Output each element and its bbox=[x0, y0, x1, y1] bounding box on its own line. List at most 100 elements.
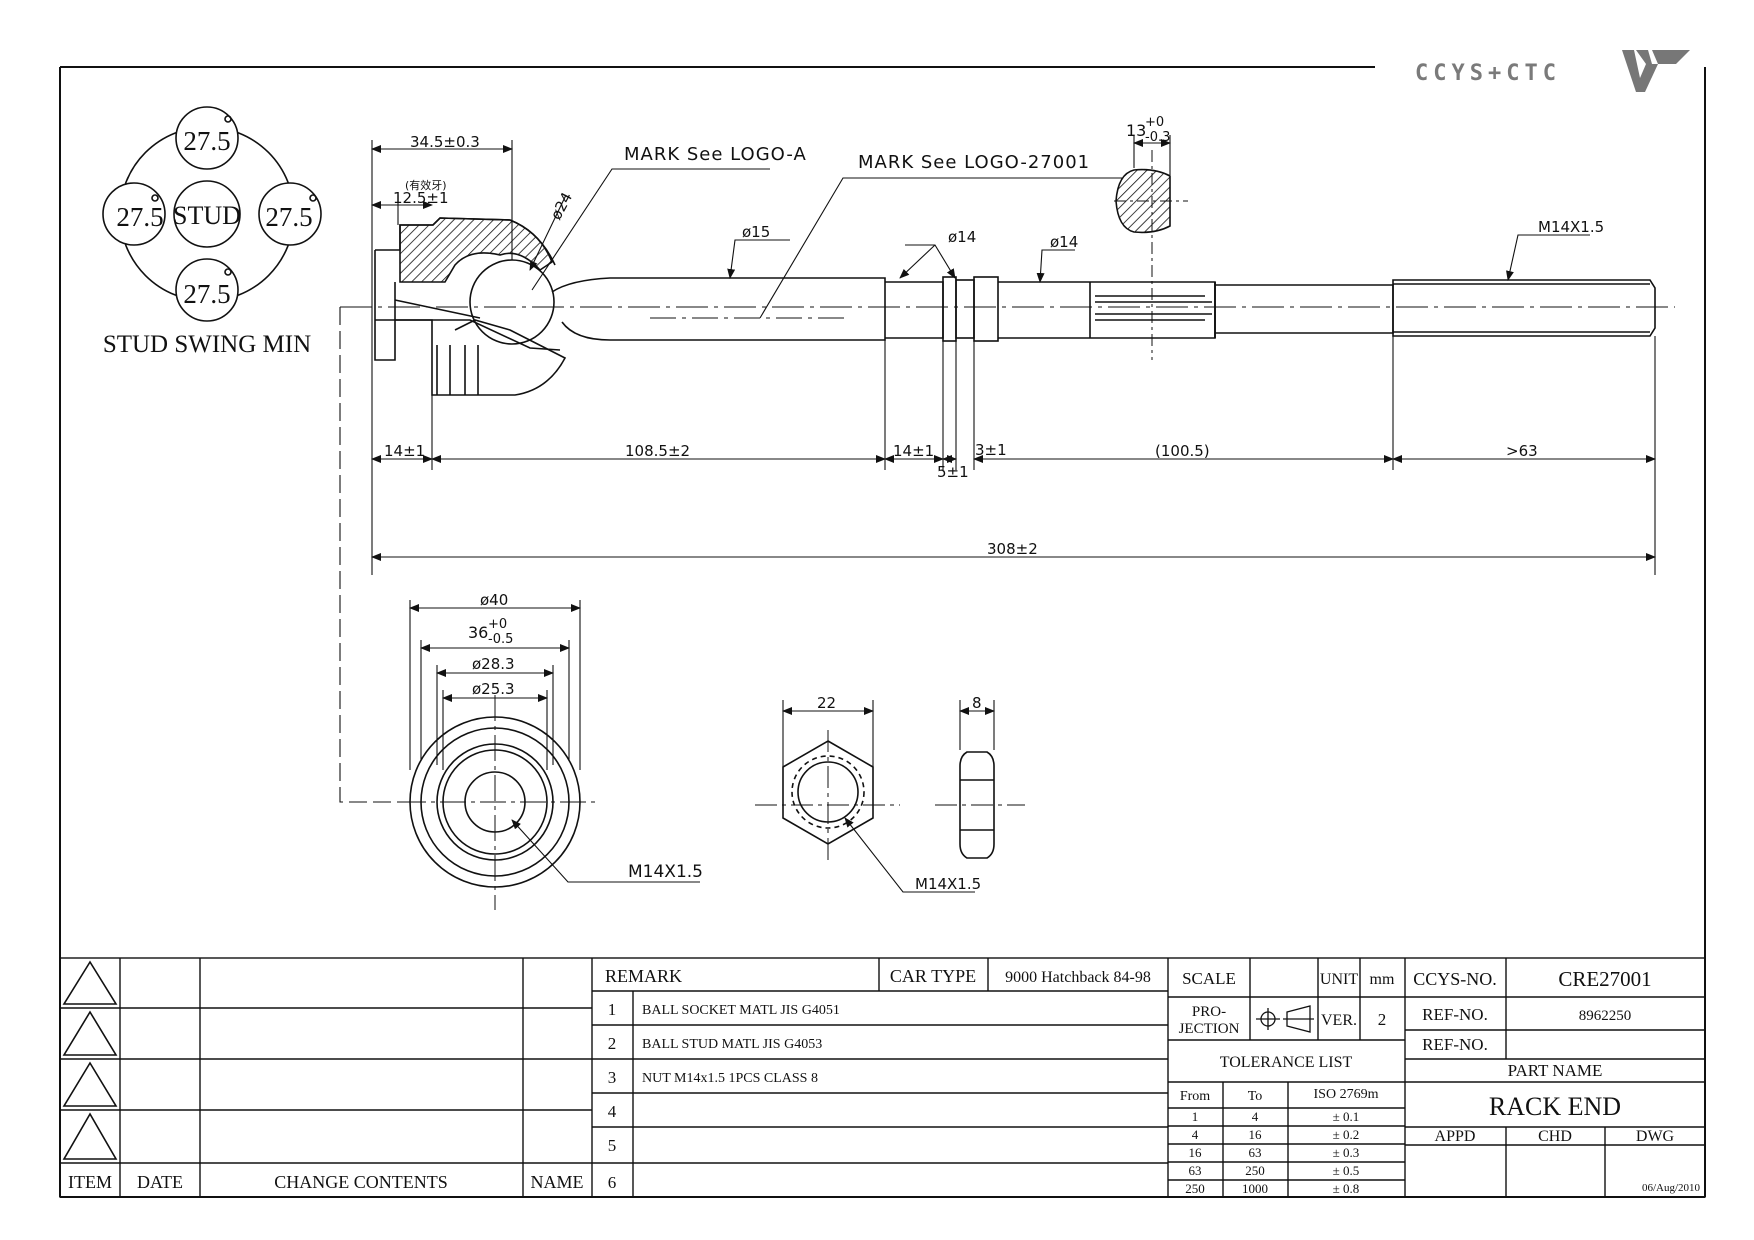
swing-center-label: STUD bbox=[173, 201, 241, 230]
car-type-label: CAR TYPE bbox=[890, 966, 976, 986]
socket-end-view bbox=[400, 695, 600, 910]
tolerance-from: 16 bbox=[1189, 1145, 1203, 1160]
dim-seg-6: (100.5) bbox=[1155, 442, 1210, 460]
ref-no-value-1: 8962250 bbox=[1579, 1008, 1632, 1024]
tolerance-header-from: From bbox=[1180, 1089, 1210, 1104]
revision-triangle-icon bbox=[62, 1061, 118, 1107]
part-name-label: PART NAME bbox=[1508, 1061, 1603, 1080]
dim-socket-28-3: ø28.3 bbox=[472, 655, 515, 673]
remark-label: REMARK bbox=[605, 966, 682, 986]
side-view-dimension-lines bbox=[339, 135, 1656, 803]
dim-socket-length: 34.5±0.3 bbox=[410, 133, 480, 151]
unit-label: UNIT bbox=[1320, 971, 1358, 988]
swing-caption: STUD SWING MIN bbox=[103, 331, 311, 358]
tolerance-from: 4 bbox=[1192, 1127, 1199, 1142]
remark-number: 3 bbox=[608, 1068, 617, 1087]
remark-number: 2 bbox=[608, 1034, 617, 1053]
title-block-grid bbox=[59, 957, 1706, 1198]
dim-nut-width: 22 bbox=[817, 694, 836, 712]
tolerance-header-to: To bbox=[1248, 1089, 1263, 1104]
revision-header-name: NAME bbox=[531, 1172, 584, 1192]
mark-logo-a-callout: MARK See LOGO-A bbox=[624, 144, 807, 165]
dim-socket-36-minus: -0.5 bbox=[488, 632, 513, 647]
tolerance-title: TOLERANCE LIST bbox=[1220, 1054, 1353, 1071]
tolerance-value: ± 0.3 bbox=[1333, 1145, 1360, 1160]
brand-logo-text: CCYS+CTC bbox=[1415, 61, 1561, 86]
nut-front-dimensions bbox=[782, 700, 975, 893]
revision-header-change-contents: CHANGE CONTENTS bbox=[274, 1172, 448, 1192]
remark-text: BALL SOCKET MATL JIS G4051 bbox=[642, 1003, 840, 1018]
dim-seg-7: >63 bbox=[1506, 442, 1538, 460]
dim-seg-5: 3±1 bbox=[975, 441, 1007, 459]
tolerance-to: 63 bbox=[1249, 1145, 1262, 1160]
tolerance-to: 1000 bbox=[1242, 1181, 1268, 1196]
tolerance-from: 250 bbox=[1185, 1181, 1205, 1196]
tolerance-to: 4 bbox=[1252, 1109, 1259, 1124]
dim-thread-length: 12.5±1 bbox=[393, 189, 449, 207]
remark-text: BALL STUD MATL JIS G4053 bbox=[642, 1037, 822, 1052]
revision-triangle-icons bbox=[62, 960, 118, 1160]
remark-number: 6 bbox=[608, 1173, 617, 1192]
sign-label-chd: CHD bbox=[1538, 1128, 1572, 1145]
tolerance-header-iso: ISO 2769m bbox=[1314, 1087, 1379, 1102]
swing-angle-left: 27.5 bbox=[116, 202, 163, 232]
ref-no-label-2: REF-NO. bbox=[1422, 1035, 1488, 1054]
ccys-no-label: CCYS-NO. bbox=[1413, 969, 1497, 989]
dim-socket-36-base: 36 bbox=[468, 623, 488, 642]
first-angle-projection-icon bbox=[1256, 1005, 1314, 1033]
dim-diameter-15: ø15 bbox=[742, 223, 770, 241]
dim-flat-base: 13 bbox=[1126, 121, 1146, 140]
nut-side-view bbox=[935, 751, 1025, 859]
swing-angle-bottom: 27.5 bbox=[183, 279, 230, 309]
revision-triangle-icon bbox=[62, 1010, 118, 1056]
dim-seg-4: 5±1 bbox=[937, 463, 969, 481]
sign-label-dwg: DWG bbox=[1636, 1128, 1675, 1145]
stud-swing-diagram bbox=[102, 106, 322, 322]
tolerance-value: ± 0.2 bbox=[1333, 1127, 1360, 1142]
swing-angle-top: 27.5 bbox=[183, 126, 230, 156]
dim-seg-3: 14±1 bbox=[893, 442, 934, 460]
dim-overall: 308±2 bbox=[987, 540, 1038, 558]
scale-label: SCALE bbox=[1182, 969, 1236, 988]
dim-socket-25-3: ø25.3 bbox=[472, 680, 515, 698]
socket-section-hatch bbox=[399, 217, 553, 283]
thread-label-end: M14X1.5 bbox=[1538, 218, 1604, 236]
unit-value: mm bbox=[1370, 971, 1395, 988]
car-type-value: 9000 Hatchback 84-98 bbox=[1005, 969, 1151, 986]
part-name-value: RACK END bbox=[1489, 1092, 1621, 1121]
dim-seg-2: 108.5±2 bbox=[625, 442, 690, 460]
tolerance-to: 16 bbox=[1249, 1127, 1263, 1142]
dim-flat-tol-minus: -0.3 bbox=[1145, 130, 1170, 145]
tolerance-from: 1 bbox=[1192, 1109, 1199, 1124]
tolerance-value: ± 0.5 bbox=[1333, 1163, 1360, 1178]
dim-ball-diameter: ø24 bbox=[547, 189, 576, 222]
drawing-date: 06/Aug/2010 bbox=[1642, 1182, 1701, 1194]
remark-text: NUT M14x1.5 1PCS CLASS 8 bbox=[642, 1071, 818, 1086]
tolerance-value: ± 0.8 bbox=[1333, 1181, 1360, 1196]
ver-label: VER. bbox=[1321, 1012, 1357, 1029]
projection-label-line1: PRO- bbox=[1192, 1004, 1226, 1020]
thread-label-nut: M14X1.5 bbox=[915, 875, 981, 893]
tolerance-value: ± 0.1 bbox=[1333, 1109, 1360, 1124]
revision-header-item: ITEM bbox=[68, 1172, 112, 1192]
dim-socket-od: ø40 bbox=[480, 591, 508, 609]
dim-diameter-14b: ø14 bbox=[1050, 233, 1078, 251]
nut-front-view bbox=[755, 730, 900, 860]
nut-side-dimensions bbox=[959, 700, 995, 750]
ver-value: 2 bbox=[1378, 1010, 1387, 1029]
revision-triangle-icon bbox=[62, 1112, 118, 1160]
socket-end-dimensions bbox=[409, 600, 700, 883]
brand-logo: CCYS+CTC bbox=[1415, 50, 1690, 92]
effective-thread-note: (有效牙) bbox=[405, 178, 447, 192]
dim-nut-thickness: 8 bbox=[972, 694, 982, 712]
dim-socket-36-plus: +0 bbox=[488, 617, 507, 632]
tolerance-from: 63 bbox=[1189, 1163, 1202, 1178]
revision-header-date: DATE bbox=[137, 1172, 183, 1192]
ctc-chevron-logo-icon bbox=[1622, 50, 1690, 92]
remark-number: 1 bbox=[608, 1000, 617, 1019]
dim-flat-tol-plus: +0 bbox=[1145, 115, 1164, 130]
dim-diameter-14a: ø14 bbox=[948, 228, 976, 246]
flat-section-view bbox=[1114, 150, 1188, 360]
rack-end-side-view bbox=[340, 217, 1675, 396]
